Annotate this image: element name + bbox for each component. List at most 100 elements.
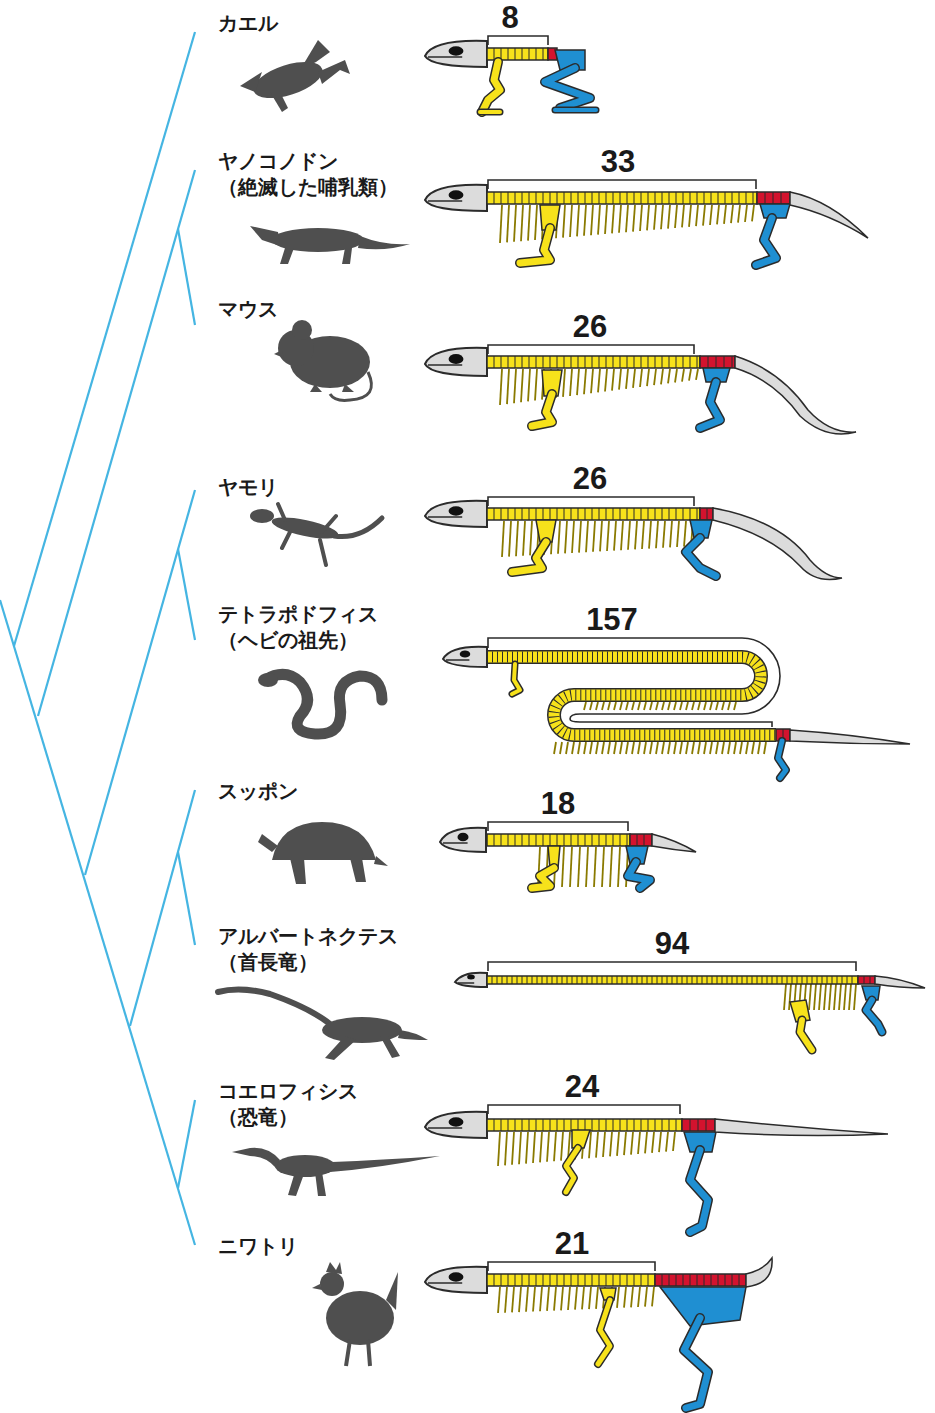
limb-outline (598, 1300, 610, 1364)
rib (734, 702, 736, 710)
tree-branch (85, 490, 195, 875)
vertebra-divider (507, 976, 508, 984)
vertebra-divider (501, 1119, 502, 1131)
vertebra-divider (782, 976, 783, 984)
vertebra-divider (662, 508, 663, 520)
vertebra-count: 8 (501, 2, 518, 33)
vertebral-column (630, 834, 652, 846)
limb-bone (512, 664, 520, 694)
skeleton-diagrams (425, 36, 925, 1408)
snake-silhouette (258, 673, 382, 734)
rib (854, 984, 856, 1010)
vertebra-divider (585, 1119, 586, 1131)
vertebra-divider (543, 356, 544, 368)
rib (819, 984, 821, 1010)
rib (673, 1132, 675, 1151)
rib (603, 1132, 605, 1157)
jaw-line (428, 56, 462, 58)
limb-outline (686, 538, 716, 576)
vertebra-divider (652, 976, 653, 984)
vertebra-divider (634, 508, 635, 520)
vertebra-divider (707, 508, 708, 520)
animal-name: テトラポドフィス （ヘビの祖先） (218, 601, 378, 653)
vertebra-divider (690, 1119, 691, 1131)
animal-name: スッポン (218, 778, 298, 804)
limb-bone (520, 228, 550, 263)
vertebra-divider (641, 1274, 642, 1286)
limb-outline (520, 228, 550, 263)
rib (608, 702, 610, 710)
vertebra-divider (620, 1274, 621, 1286)
tree-branch (178, 852, 195, 945)
vertebra-divider (494, 356, 495, 368)
vertebra-divider (571, 1119, 572, 1131)
vertebral-column (487, 192, 757, 204)
rib (540, 1132, 542, 1162)
limb-outline (532, 394, 552, 426)
rib (612, 369, 614, 391)
vertebra-divider (585, 1274, 586, 1286)
vertebra-divider (737, 976, 738, 984)
rib (670, 521, 672, 547)
rib (633, 205, 635, 232)
rib (752, 205, 754, 221)
rib (696, 205, 698, 226)
vertebra-divider (725, 192, 726, 204)
vertebra-divider (708, 356, 709, 368)
vertebra-divider (773, 192, 774, 204)
rib (624, 1287, 626, 1308)
vertebra-divider (627, 976, 628, 984)
limb-bone (684, 1318, 708, 1408)
rib (668, 205, 670, 229)
vertebra-divider (578, 1119, 579, 1131)
rib (834, 984, 836, 1010)
vertebra-divider (747, 976, 748, 984)
rib (628, 521, 630, 550)
vertebra-divider (550, 1119, 551, 1131)
vertebra-divider (512, 976, 513, 984)
rib (519, 1132, 521, 1164)
vertebra-divider (739, 1274, 740, 1286)
rib (566, 742, 568, 754)
rib (584, 369, 586, 394)
vertebra-divider (613, 192, 614, 204)
tail (790, 730, 910, 744)
vertebra-divider (550, 356, 551, 368)
vertebra-divider (501, 508, 502, 520)
rib (577, 369, 579, 395)
vertebra-divider (515, 834, 516, 846)
frog-skeleton (425, 36, 596, 112)
vertebra-divider (529, 48, 530, 60)
rib (704, 742, 706, 754)
rib (612, 205, 614, 233)
tail (715, 1119, 888, 1136)
rib (505, 1132, 507, 1165)
vertebra-divider (515, 356, 516, 368)
vertebra-divider (655, 508, 656, 520)
vertebra-divider (690, 356, 691, 368)
vertebra-divider (508, 508, 509, 520)
limb-outline (866, 1000, 882, 1032)
vertebra-divider (746, 192, 747, 204)
vertebra-divider (494, 834, 495, 846)
eye (460, 650, 471, 657)
tree-branch (0, 600, 195, 1245)
eye (449, 354, 464, 364)
rib (547, 1287, 549, 1311)
jaw-line (428, 200, 462, 202)
rib (535, 205, 537, 240)
vertebra-divider (655, 1119, 656, 1131)
rib (600, 521, 602, 551)
vertebra-divider (592, 976, 593, 984)
vertebra-divider (620, 356, 621, 368)
rib (563, 205, 565, 238)
eye (449, 1117, 464, 1126)
rib (610, 1132, 612, 1156)
vertebra-divider (852, 976, 853, 984)
rib (614, 742, 616, 754)
skull (425, 501, 487, 527)
tail (652, 834, 696, 852)
vertebra-divider (669, 508, 670, 520)
vertebra-divider (606, 192, 607, 204)
